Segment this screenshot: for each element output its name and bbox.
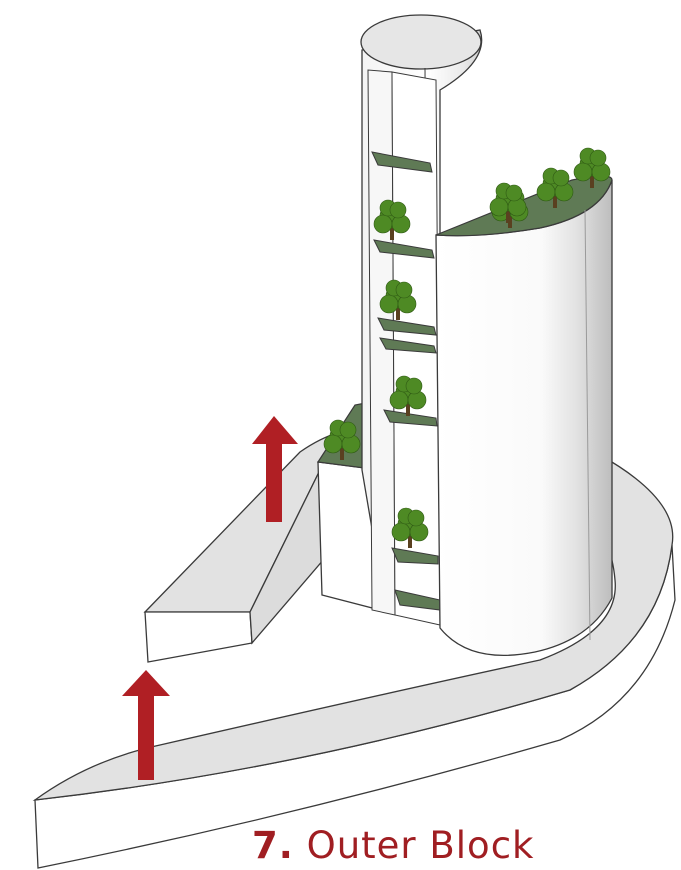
tree-foliage <box>506 185 522 201</box>
caption: 7. Outer Block <box>252 826 534 866</box>
tree-foliage <box>406 378 422 394</box>
tree-foliage <box>490 198 508 216</box>
caption-number: 7. <box>252 824 294 867</box>
lower-arrow-shaft <box>138 694 154 780</box>
tree-foliage <box>380 295 398 313</box>
upper-arrow-head <box>252 416 298 444</box>
tree-foliage <box>590 150 606 166</box>
tree-foliage <box>392 523 410 541</box>
tree-foliage <box>396 282 412 298</box>
low-wing-front <box>145 612 252 662</box>
tree-foliage <box>553 170 569 186</box>
upper-arrow-shaft <box>266 442 282 522</box>
tree-foliage <box>340 422 356 438</box>
tree-foliage <box>390 202 406 218</box>
tree-foliage <box>408 510 424 526</box>
tree-foliage <box>374 215 392 233</box>
lower-arrow-head <box>122 670 170 696</box>
tree-foliage <box>574 163 592 181</box>
large-cylinder <box>436 176 612 655</box>
tree-foliage <box>390 391 408 409</box>
tree-foliage <box>324 435 342 453</box>
tree-foliage <box>537 183 555 201</box>
tower-top <box>361 15 481 69</box>
caption-text: Outer Block <box>307 824 535 867</box>
